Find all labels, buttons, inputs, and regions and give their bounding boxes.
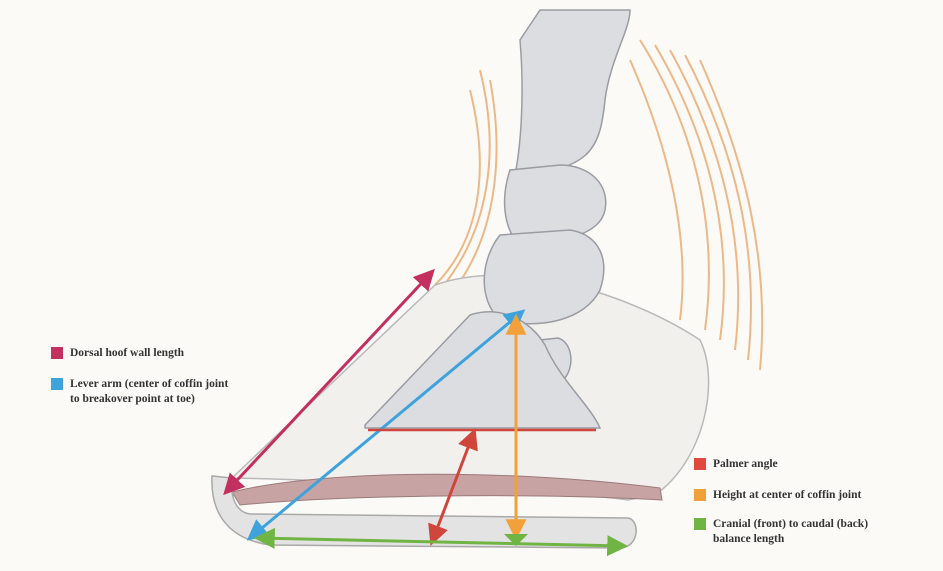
legend-swatch-balance xyxy=(694,518,706,530)
legend-label-palmer: Palmer angle xyxy=(713,457,778,472)
legend-lever-arm: Lever arm (center of coffin joint to bre… xyxy=(51,377,228,407)
pastern-bone xyxy=(505,165,606,241)
legend-label-dorsal: Dorsal hoof wall length xyxy=(70,346,184,361)
legend-swatch-dorsal xyxy=(51,347,63,359)
legend-swatch-height xyxy=(694,489,706,501)
legend-palmer-angle: Palmer angle xyxy=(694,457,778,472)
legend-label-lever: Lever arm (center of coffin joint to bre… xyxy=(70,377,228,407)
legend-swatch-lever xyxy=(51,378,63,390)
legend-label-height: Height at center of coffin joint xyxy=(713,488,861,503)
legend-balance-length: Cranial (front) to caudal (back) balance… xyxy=(694,517,868,547)
legend-label-balance: Cranial (front) to caudal (back) balance… xyxy=(713,517,868,547)
cannon-bone xyxy=(515,10,630,175)
legend-height-coffin-joint: Height at center of coffin joint xyxy=(694,488,861,503)
legend-dorsal-hoof-wall: Dorsal hoof wall length xyxy=(51,346,184,361)
legend-swatch-palmer xyxy=(694,458,706,470)
